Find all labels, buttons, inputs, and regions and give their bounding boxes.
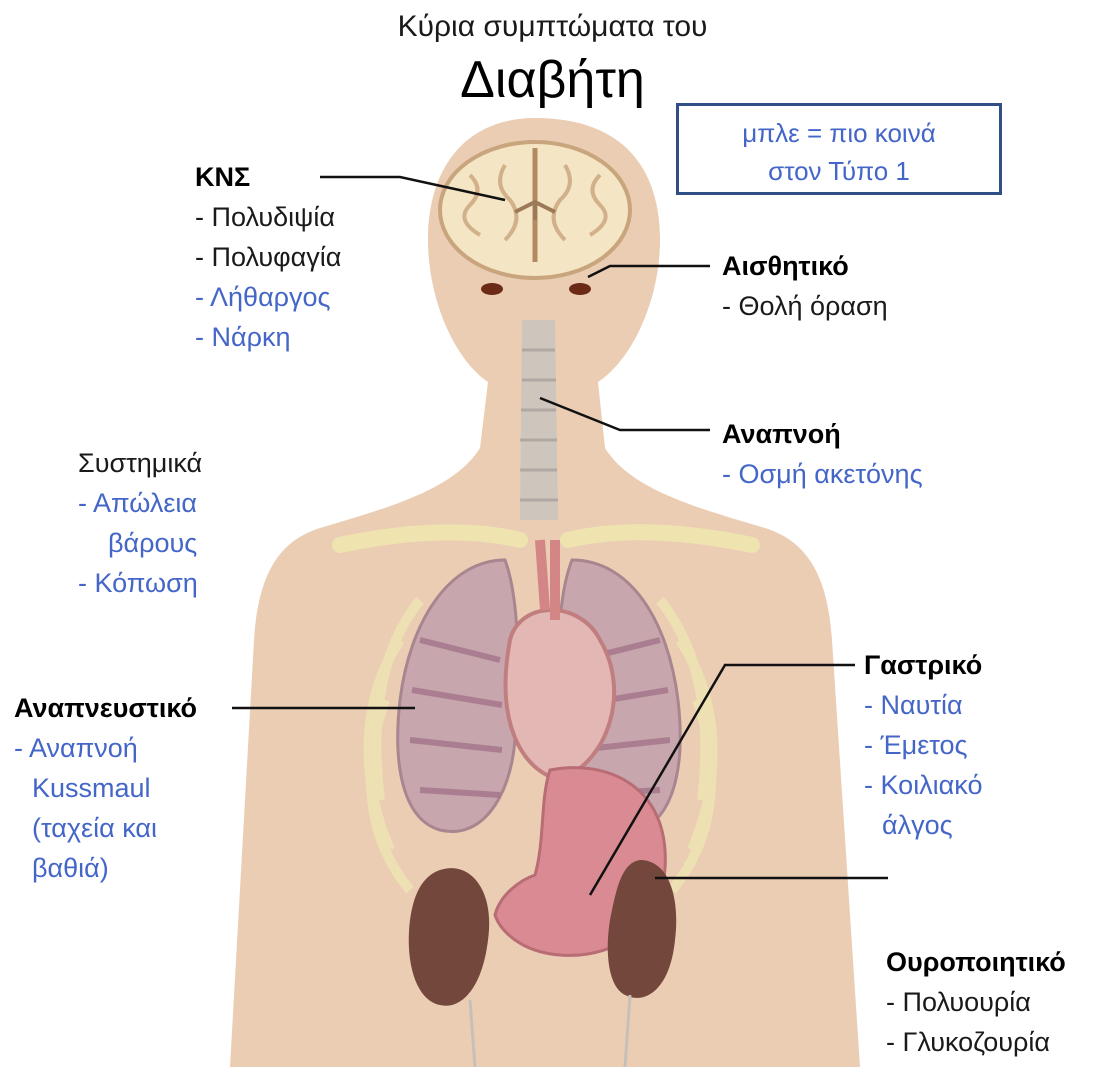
left-eye-icon (481, 283, 503, 295)
breath-group: Αναπνοή - Οσμή ακετόνης (722, 414, 923, 494)
respiratory-item: - Αναπνοή (14, 728, 197, 768)
gastric-item: άλγος (864, 805, 982, 845)
legend-line-2: στον Τύπο 1 (679, 152, 999, 190)
systemic-item: - Κόπωση (78, 563, 202, 603)
subtitle: Κύρια συμπτώματα του (0, 10, 1105, 44)
breath-item: - Οσμή ακετόνης (722, 454, 923, 494)
sensory-group: Αισθητικό - Θολή όραση (722, 246, 888, 326)
urinary-group: Ουροποιητικό - Πολυουρία - Γλυκοζουρία (886, 942, 1066, 1062)
page-title: Διαβήτη (0, 50, 1105, 110)
respiratory-title: Αναπνευστικό (14, 688, 197, 728)
systemic-group: Συστημικά - Απώλεια βάρους - Κόπωση (78, 443, 202, 603)
respiratory-item: (ταχεία και (14, 808, 197, 848)
gastric-title: Γαστρικό (864, 645, 982, 685)
systemic-item: βάρους (78, 523, 202, 563)
gastric-item: - Ναυτία (864, 685, 982, 725)
gastric-group: Γαστρικό - Ναυτία - Έμετος - Κοιλιακό άλ… (864, 645, 982, 845)
cns-item: - Λήθαργος (195, 277, 341, 317)
legend-line-1: μπλε = πιο κοινά (679, 114, 999, 152)
urinary-item: - Πολυουρία (886, 982, 1066, 1022)
gastric-item: - Έμετος (864, 725, 982, 765)
brain-icon (440, 142, 630, 278)
respiratory-group: Αναπνευστικό - Αναπνοή Kussmaul (ταχεία … (14, 688, 197, 888)
sensory-item: - Θολή όραση (722, 286, 888, 326)
cns-group: ΚΝΣ - Πολυδιψία - Πολυφαγία - Λήθαργος -… (195, 157, 341, 357)
right-eye-icon (569, 283, 591, 295)
cns-item: - Πολυδιψία (195, 197, 341, 237)
legend-box: μπλε = πιο κοινά στον Τύπο 1 (676, 103, 1002, 195)
cns-item: - Νάρκη (195, 317, 341, 357)
respiratory-item: Kussmaul (14, 768, 197, 808)
urinary-item: - Γλυκοζουρία (886, 1022, 1066, 1062)
sensory-title: Αισθητικό (722, 246, 888, 286)
respiratory-item: βαθιά) (14, 848, 197, 888)
cns-title: ΚΝΣ (195, 157, 341, 197)
systemic-item: - Απώλεια (78, 483, 202, 523)
systemic-title: Συστημικά (78, 443, 202, 483)
cns-item: - Πολυφαγία (195, 237, 341, 277)
gastric-item: - Κοιλιακό (864, 765, 982, 805)
urinary-title: Ουροποιητικό (886, 942, 1066, 982)
breath-title: Αναπνοή (722, 414, 923, 454)
